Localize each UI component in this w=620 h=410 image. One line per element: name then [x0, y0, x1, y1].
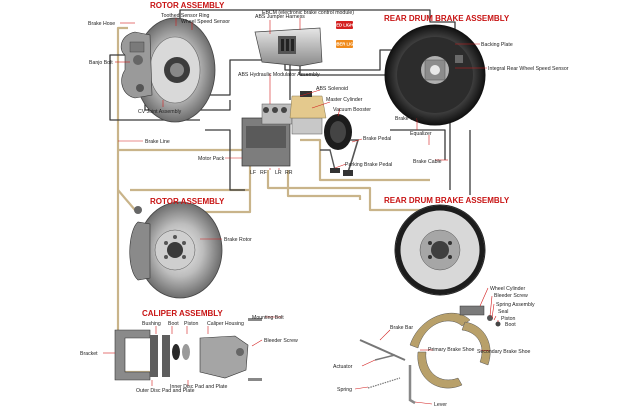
label-motor-pack: Motor Pack: [198, 156, 225, 162]
section-title-rotor-bottom: ROTOR ASSEMBLY: [150, 197, 225, 206]
label-secondary-brake-shoe: Secondary Brake Shoe: [477, 349, 530, 355]
master-cylinder: [289, 91, 327, 135]
label-mounting-bolt: Mounting Bolt: [252, 315, 284, 321]
label-toothed-sensor-ring: Toothed Sensor Ring: [161, 13, 210, 19]
label-lever: Lever: [434, 402, 447, 408]
callout-labels: Brake Hose Toothed Sensor Ring Wheel Spe…: [80, 10, 569, 408]
label-actuator: Actuator: [333, 364, 353, 370]
label-bleeder-screw-caliper: Bleeder Screw: [264, 338, 298, 344]
label-inner-disc-pad: Inner Disc Pad and Plate: [170, 384, 227, 390]
label-wheel-cylinder: Wheel Cylinder: [490, 286, 525, 292]
label-boot-drum: Boot: [505, 322, 516, 328]
label-equalizer: Equalizer: [410, 131, 432, 137]
section-title-rotor-top: ROTOR ASSEMBLY: [150, 1, 225, 10]
label-banjo-bolt: Banjo Bolt: [89, 60, 113, 66]
label-backing-plate: Backing Plate: [481, 42, 513, 48]
label-brake-bar: Brake Bar: [390, 325, 413, 331]
label-brake-cable-2: Brake Cable: [413, 159, 442, 165]
leader-lines: [103, 18, 499, 405]
red-light-indicator: RED LIGHT: [333, 21, 356, 29]
label-rf: RF: [260, 170, 267, 176]
label-brake-hose: Brake Hose: [88, 21, 115, 27]
label-primary-brake-shoe: Primary Brake Shoe: [428, 347, 475, 353]
svg-text:AMBER LIGHT: AMBER LIGHT: [330, 42, 360, 47]
label-boot: Boot: [168, 321, 179, 327]
label-spring: Spring: [337, 387, 352, 393]
rotor-assembly-top: [120, 17, 216, 123]
amber-light-indicator: AMBER LIGHT: [330, 40, 360, 48]
label-brake-pedal: Brake Pedal: [363, 136, 391, 142]
section-title-rear-drum-bottom: REAR DRUM BRAKE ASSEMBLY: [384, 196, 510, 205]
rotor-assembly-bottom: [129, 201, 223, 299]
brake-bar-and-actuator: [359, 339, 416, 405]
label-seal: Seal: [498, 309, 508, 315]
section-title-caliper: CALIPER ASSEMBLY: [142, 309, 223, 318]
label-brake-line: Brake Line: [145, 139, 170, 145]
label-lr: LR: [275, 170, 282, 176]
label-cv-joint: CV Joint Assembly: [138, 109, 182, 115]
label-brake-cable-1: Brake Cable: [395, 116, 424, 122]
label-parking-brake-pedal: Parking Brake Pedal: [345, 162, 392, 168]
abs-modulator: [241, 103, 293, 167]
label-outer-disc-pad: Outer Disc Pad and Plate: [136, 388, 195, 394]
rear-drum-top: [384, 24, 486, 126]
parking-brake-pedal: [320, 149, 340, 173]
svg-text:RED LIGHT: RED LIGHT: [333, 23, 356, 28]
label-master-cylinder: Master Cylinder: [326, 97, 363, 103]
label-bleeder-screw-drum: Bleeder Screw: [494, 293, 528, 299]
caliper-housing: [199, 318, 262, 381]
label-vacuum-booster: Vacuum Booster: [333, 107, 371, 113]
label-piston-drum: Piston: [501, 316, 516, 322]
caliper-bracket: [114, 329, 151, 381]
label-abs-jumper-harness: ABS Jumper Harness: [255, 14, 305, 20]
label-bushing: Bushing: [142, 321, 161, 327]
label-bracket: Bracket: [80, 351, 98, 357]
label-integral-rear-sensor: Integral Rear Wheel Speed Sensor: [488, 66, 569, 72]
label-wheel-speed-sensor: Wheel Speed Sensor: [181, 19, 230, 25]
label-lf: LF: [250, 170, 256, 176]
label-piston: Piston: [184, 321, 199, 327]
brake-pedal: [343, 139, 360, 176]
vacuum-booster: [324, 114, 352, 150]
rear-drum-bottom: [394, 204, 486, 296]
label-abs-solenoid: ABS Solenoid: [316, 86, 348, 92]
disc-pads: [150, 335, 190, 377]
label-brake-rotor: Brake Rotor: [224, 237, 252, 243]
label-abs-hydraulic-modulator: ABS Hydraulic Modulator Assembly: [238, 72, 320, 78]
wheel-cylinder: [459, 305, 501, 327]
section-title-rear-drum-top: REAR DRUM BRAKE ASSEMBLY: [384, 14, 510, 23]
label-caliper-housing: Caliper Housing: [207, 321, 244, 327]
label-ebcm: EBCM (electronic brake control module): [262, 10, 354, 16]
label-spring-assembly: Spring Assembly: [496, 302, 535, 308]
label-rr: RR: [285, 170, 293, 176]
ebcm-module: [254, 27, 323, 67]
